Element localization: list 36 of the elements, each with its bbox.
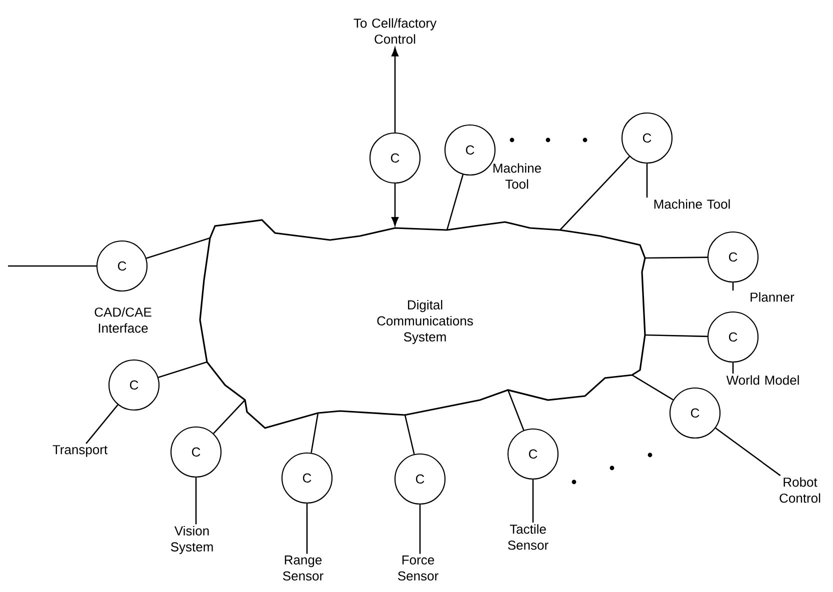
node-label: Transport — [52, 445, 108, 457]
connector-line — [732, 362, 734, 374]
node-label: Vision System — [170, 526, 213, 554]
node-label: World Model — [726, 375, 799, 385]
connector-line — [195, 478, 197, 524]
connector-line — [306, 504, 308, 554]
connector-line — [507, 390, 524, 430]
connector-line — [158, 361, 208, 378]
connector-line — [446, 174, 464, 230]
arrow — [391, 184, 399, 226]
connector-line — [532, 480, 534, 523]
connector-line — [715, 428, 781, 476]
connector-line — [310, 412, 319, 453]
connector-line — [632, 374, 674, 400]
connector-line — [560, 156, 630, 230]
connector-line — [8, 265, 96, 267]
node-label: Range Sensor — [283, 555, 324, 581]
node-caption: CAD/CAE Interface — [94, 307, 152, 333]
connector-line — [213, 400, 246, 434]
arrow — [391, 48, 399, 132]
connector-line — [86, 404, 118, 444]
node-label: Machine Tool — [654, 199, 730, 209]
connector-line — [404, 414, 415, 454]
node-label: Force Sensor — [398, 555, 438, 581]
node-label: Planner — [750, 292, 794, 302]
node-label: Robot Control — [780, 477, 820, 503]
connector-line — [646, 164, 648, 198]
node-label: Digital Communications System — [377, 300, 473, 344]
connector-line — [419, 504, 421, 554]
node-label: To Cell/factory Control — [354, 18, 436, 44]
node-caption: Machine Tool — [494, 163, 541, 189]
node-label: Tactile Sensor — [508, 524, 548, 550]
connector-line — [146, 237, 210, 259]
connector-line — [645, 256, 708, 259]
connector-line — [644, 334, 708, 338]
connector-line — [732, 282, 734, 291]
